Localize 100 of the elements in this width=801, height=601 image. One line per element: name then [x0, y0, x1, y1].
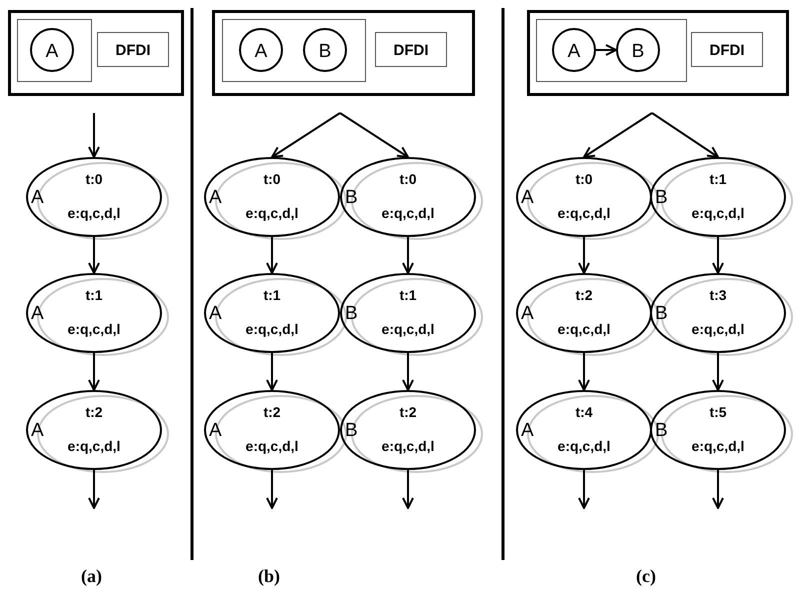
- state-ellipse: [650, 390, 786, 470]
- state-ellipse: [204, 390, 340, 470]
- process-label: B: [655, 188, 668, 207]
- panel-frame: [527, 10, 789, 96]
- state-ellipse: [26, 273, 162, 353]
- state-ellipse: [650, 273, 786, 353]
- panel-frame: [212, 10, 475, 96]
- event-label: e:q,c,d,l: [556, 322, 612, 336]
- time-label: t:1: [84, 288, 104, 302]
- process-label: B: [655, 304, 668, 323]
- event-label: e:q,c,d,l: [690, 439, 746, 453]
- event-label: e:q,c,d,l: [66, 206, 122, 220]
- state-ellipse: [516, 390, 652, 470]
- time-label: t:2: [398, 405, 418, 419]
- state-ellipse: [26, 157, 162, 237]
- event-label: e:q,c,d,l: [690, 322, 746, 336]
- event-label: e:q,c,d,l: [380, 206, 436, 220]
- process-label: A: [209, 188, 222, 207]
- arrow: [339, 112, 409, 158]
- process-label: B: [345, 188, 358, 207]
- event-label: e:q,c,d,l: [66, 322, 122, 336]
- detector-label: DFDI: [392, 43, 430, 58]
- arrow: [266, 237, 278, 274]
- detector-label: DFDI: [114, 43, 152, 58]
- process-label: A: [44, 42, 60, 61]
- event-label: e:q,c,d,l: [244, 439, 300, 453]
- arrow: [712, 470, 724, 509]
- time-label: t:1: [708, 172, 728, 186]
- time-label: t:0: [398, 172, 418, 186]
- process-label: A: [521, 188, 534, 207]
- state-ellipse: [340, 157, 476, 237]
- time-label: t:4: [574, 405, 594, 419]
- panel-caption: (b): [258, 567, 280, 585]
- process-label: A: [209, 304, 222, 323]
- time-label: t:0: [84, 172, 104, 186]
- state-ellipse: [516, 273, 652, 353]
- event-label: e:q,c,d,l: [244, 206, 300, 220]
- label-box: [691, 32, 763, 67]
- process-group-box: [222, 19, 366, 82]
- process-label: A: [31, 188, 44, 207]
- arrow: [266, 353, 278, 391]
- panel-caption: (c): [636, 567, 656, 585]
- process-label: B: [655, 421, 668, 440]
- event-label: e:q,c,d,l: [556, 206, 612, 220]
- time-label: t:3: [708, 288, 728, 302]
- process-circle: [552, 28, 596, 72]
- time-label: t:5: [708, 405, 728, 419]
- time-label: t:1: [398, 288, 418, 302]
- panel-caption: (a): [81, 567, 102, 585]
- state-ellipse: [340, 390, 476, 470]
- event-label: e:q,c,d,l: [380, 439, 436, 453]
- process-label: A: [521, 304, 534, 323]
- process-circle: [303, 28, 347, 72]
- arrow: [578, 237, 590, 274]
- arrow: [402, 353, 414, 391]
- detector-label: DFDI: [708, 43, 746, 58]
- time-label: t:2: [84, 405, 104, 419]
- process-label: A: [566, 42, 582, 61]
- arrow: [712, 237, 724, 274]
- process-label: B: [345, 304, 358, 323]
- arrow: [88, 237, 100, 274]
- time-label: t:2: [262, 405, 282, 419]
- arrow: [266, 470, 278, 509]
- state-ellipse: [340, 273, 476, 353]
- process-label: A: [254, 42, 268, 61]
- process-label: B: [630, 42, 646, 61]
- time-label: t:0: [262, 172, 282, 186]
- time-label: t:2: [574, 288, 594, 302]
- process-label: A: [31, 421, 44, 440]
- process-label: B: [345, 421, 358, 440]
- label-box: [97, 32, 169, 67]
- process-label: A: [209, 421, 222, 440]
- arrow: [402, 470, 414, 509]
- arrow: [583, 112, 653, 158]
- arrow: [578, 470, 590, 509]
- event-label: e:q,c,d,l: [380, 322, 436, 336]
- event-label: e:q,c,d,l: [66, 439, 122, 453]
- process-group-box: [17, 19, 92, 82]
- process-group-box: [536, 19, 687, 82]
- process-circle: [30, 28, 74, 72]
- process-label: B: [318, 42, 332, 61]
- state-ellipse: [516, 157, 652, 237]
- arrow: [271, 112, 341, 158]
- arrow: [88, 470, 100, 509]
- arrow: [88, 353, 100, 391]
- label-box: [375, 32, 447, 67]
- state-ellipse: [650, 157, 786, 237]
- panel-frame: [8, 10, 184, 96]
- time-label: t:1: [262, 288, 282, 302]
- state-ellipse: [204, 157, 340, 237]
- arrow: [402, 237, 414, 274]
- arrow: [712, 353, 724, 391]
- process-circle: [239, 28, 283, 72]
- arrow: [596, 44, 617, 56]
- time-label: t:0: [574, 172, 594, 186]
- state-ellipse: [26, 390, 162, 470]
- process-label: A: [521, 421, 534, 440]
- event-label: e:q,c,d,l: [556, 439, 612, 453]
- process-label: A: [31, 304, 44, 323]
- process-circle: [616, 28, 660, 72]
